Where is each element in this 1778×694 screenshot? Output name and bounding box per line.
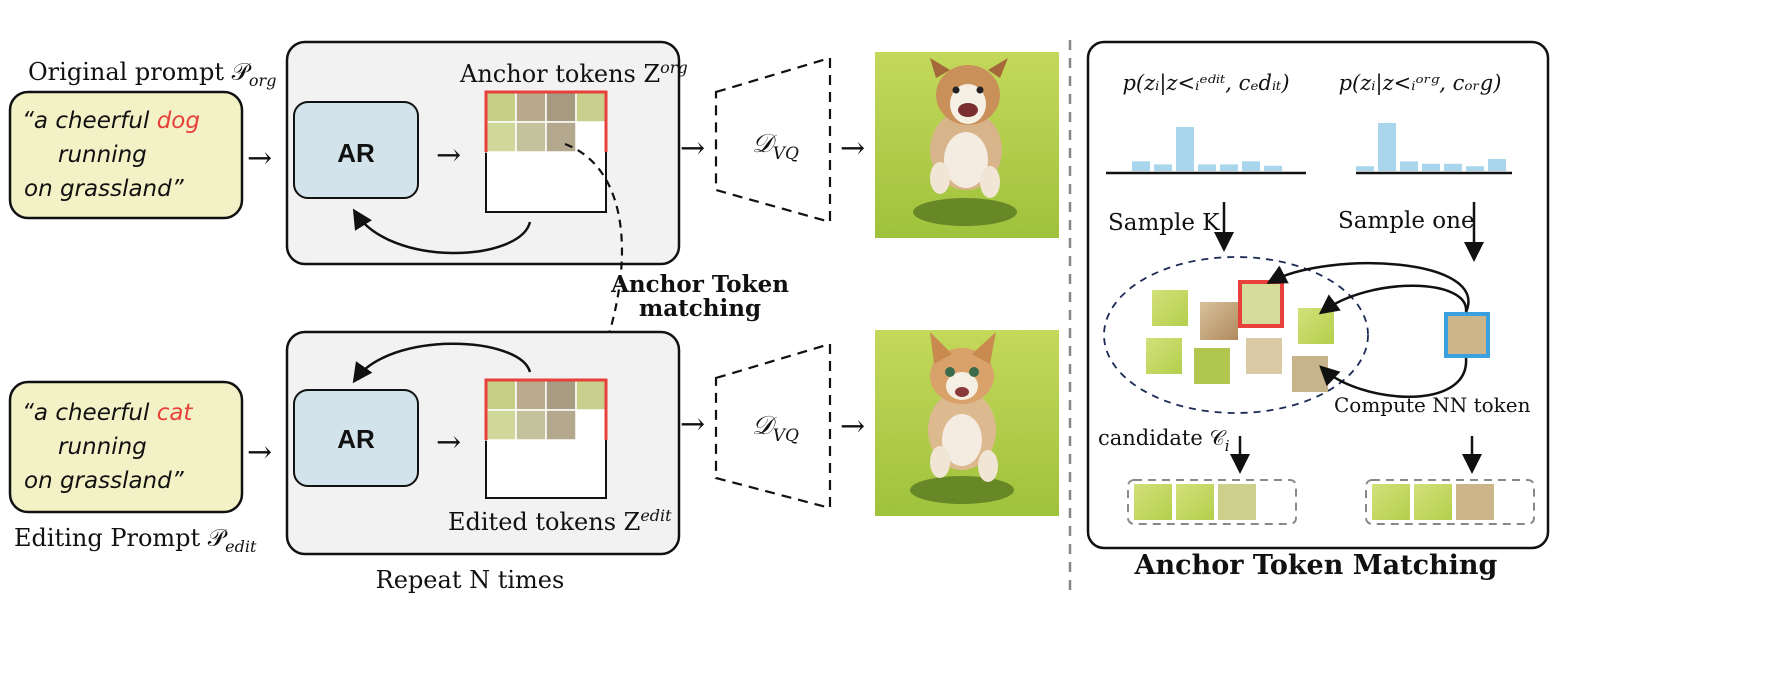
nn-arrow-to-candidate: [1318, 284, 1468, 315]
feedback-arrow-top: [352, 208, 532, 255]
edit-distribution-label: p(zᵢ|z<ᵢᵉᵈⁱᵗ, cₑdᵢₜ): [1122, 71, 1289, 96]
org-histogram-bar: [1466, 166, 1484, 171]
ar-label-bottom: AR: [337, 424, 375, 454]
ar-model-bottom: [293, 389, 419, 487]
sample-one-label: Sample one: [1338, 208, 1475, 234]
editing-prompt-text-line2: running: [58, 434, 147, 460]
candidate-output-sequence: [1127, 479, 1297, 525]
arrow-ar-to-tokens-top: →: [436, 138, 461, 173]
arrow-decoder-to-image-bottom: →: [840, 409, 865, 444]
anchor-token-grid: [484, 90, 608, 213]
nn-arrow-to-selected: [1266, 261, 1470, 313]
generated-cat-image: [875, 330, 1059, 516]
edit-histogram-bar: [1154, 164, 1172, 171]
anchor-tokens-label: Anchor tokens Zorg: [459, 58, 688, 88]
org-histogram-bar: [1356, 166, 1374, 171]
editing-prompt-label: Editing Prompt 𝒫edit: [14, 524, 257, 556]
edit-histogram-bar: [1264, 165, 1282, 171]
edited-token-grid: [484, 378, 608, 499]
anchor-matching-label-line2: matching: [639, 295, 761, 322]
original-prompt-text: “a cheerful dog: [22, 108, 200, 134]
selected-token: [1238, 280, 1284, 328]
org-histogram: [1356, 123, 1506, 171]
anchor-matching-label-line1: Anchor Token: [610, 271, 789, 298]
query-output-sequence: [1365, 479, 1535, 525]
panel-title: Anchor Token Matching: [1134, 550, 1498, 581]
arrow-prompt-to-ar-top: →: [247, 141, 272, 176]
edit-histogram-bar: [1176, 127, 1194, 171]
org-histogram-bar: [1422, 163, 1440, 171]
org-histogram-bar: [1488, 159, 1506, 171]
edit-histogram-bar: [1220, 164, 1238, 171]
original-prompt-text-line2: running: [58, 142, 147, 168]
org-histogram-bar: [1400, 161, 1418, 171]
editing-prompt-text-line3: on grassland”: [24, 468, 185, 494]
arrow-ar-to-tokens-bottom: →: [436, 425, 461, 460]
arrow-tokens-to-decoder-top: →: [680, 131, 705, 166]
sample-k-label: Sample K: [1108, 210, 1220, 236]
ar-model-top: [293, 101, 419, 199]
edit-histogram-bar: [1242, 161, 1260, 171]
original-prompt-box: [8, 90, 244, 220]
edited-tokens-label: Edited tokens Zedit: [448, 506, 672, 536]
decoder-label-top: 𝒟VQ: [752, 129, 799, 164]
org-histogram-bar: [1444, 163, 1462, 171]
compute-nn-label: Compute NN token: [1334, 393, 1531, 417]
edit-histogram-bar: [1198, 164, 1216, 171]
repeat-label: Repeat N times: [376, 566, 565, 594]
feedback-arrow-bottom: [352, 342, 532, 384]
generated-dog-image: [875, 52, 1059, 238]
original-prompt-label: Original prompt 𝒫org: [28, 58, 276, 90]
ar-label-top: AR: [337, 138, 375, 168]
org-distribution-label: p(zᵢ|z<ᵢᵒʳᵍ, cₒᵣg): [1339, 71, 1502, 96]
candidate-ellipse: [1103, 256, 1369, 414]
edit-histogram-bar: [1132, 161, 1150, 171]
arrow-prompt-to-ar-bottom: →: [247, 435, 272, 470]
editing-prompt-box: [8, 380, 244, 514]
editing-prompt-text: “a cheerful cat: [22, 400, 193, 426]
original-prompt-text-line3: on grassland”: [24, 176, 185, 202]
vq-decoder-top: [714, 56, 832, 224]
edit-histogram: [1132, 127, 1282, 171]
org-histogram-bar: [1378, 123, 1396, 171]
candidate-label: candidate 𝒞i: [1098, 426, 1230, 455]
nn-arrow-lower: [1319, 357, 1468, 398]
vq-decoder-bottom: [714, 342, 832, 510]
arrow-tokens-to-decoder-bottom: →: [680, 407, 705, 442]
arrow-decoder-to-image-top: →: [840, 131, 865, 166]
query-token: [1444, 312, 1490, 358]
